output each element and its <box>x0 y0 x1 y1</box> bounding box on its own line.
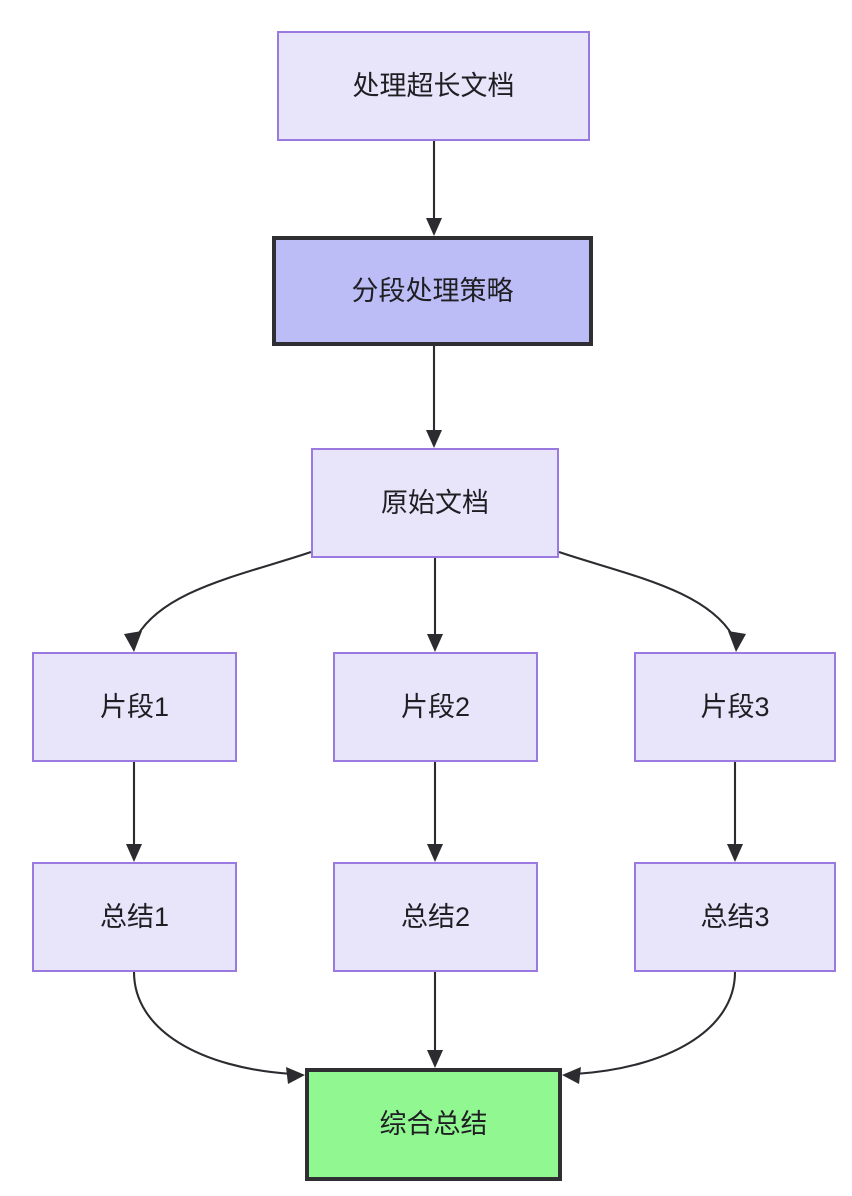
edge-n2-n3 <box>426 346 442 448</box>
edge-n3-n5 <box>427 558 443 652</box>
edge-n9-n10 <box>562 971 737 1084</box>
node-fragment-1[interactable]: 片段1 <box>32 652 237 762</box>
node-label: 总结3 <box>700 901 770 932</box>
node-summary-1[interactable]: 总结1 <box>32 862 237 972</box>
node-label: 总结1 <box>99 901 170 932</box>
node-label: 分段处理策略 <box>351 275 514 306</box>
node-original-document[interactable]: 原始文档 <box>311 448 559 558</box>
node-label: 片段2 <box>400 691 471 722</box>
edge-n6-n9 <box>727 762 743 862</box>
node-label: 总结2 <box>400 901 471 932</box>
node-fragment-2[interactable]: 片段2 <box>333 652 538 762</box>
edge-n3-n6 <box>558 551 746 652</box>
edge-n3-n4 <box>124 551 312 652</box>
edge-n1-n2 <box>426 141 442 236</box>
node-fragment-3[interactable]: 片段3 <box>634 652 836 762</box>
node-comprehensive-summary[interactable]: 综合总结 <box>305 1068 562 1181</box>
node-summary-2[interactable]: 总结2 <box>333 862 538 972</box>
node-label: 片段1 <box>99 691 170 722</box>
node-chunking-strategy[interactable]: 分段处理策略 <box>272 236 593 346</box>
edge-n5-n8 <box>427 762 443 862</box>
edge-n8-n10 <box>427 972 443 1068</box>
node-label: 处理超长文档 <box>352 70 515 101</box>
node-summary-3[interactable]: 总结3 <box>634 862 836 972</box>
edge-n7-n10 <box>132 971 305 1084</box>
edge-n4-n7 <box>126 762 142 862</box>
node-process-long-document[interactable]: 处理超长文档 <box>277 31 590 141</box>
node-label: 综合总结 <box>379 1109 488 1140</box>
node-label: 原始文档 <box>381 487 489 518</box>
node-label: 片段3 <box>700 691 770 722</box>
